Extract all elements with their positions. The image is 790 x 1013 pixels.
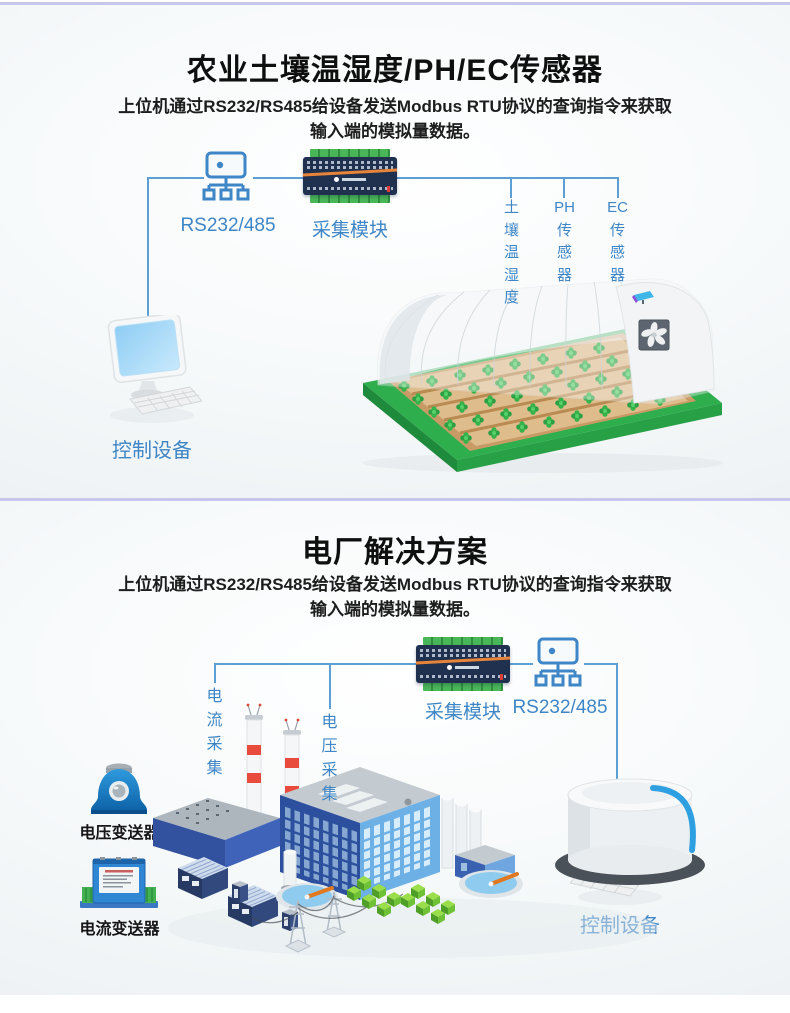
acquisition-module-device (303, 149, 397, 203)
camera-icon (632, 291, 654, 304)
current-transmitter-label: 电流变送器 (79, 921, 160, 938)
current-collect-label: 电流采集 (206, 688, 223, 777)
section-power-plant: 电厂解决方案 上位机通过RS232/RS485给设备发送Modbus RTU协议… (0, 501, 790, 995)
module-detail (420, 654, 506, 657)
control-device-label: 控制设备 (112, 440, 192, 462)
power-plant-illustration (148, 700, 723, 990)
module-led (387, 186, 390, 192)
terminal-block-row (310, 149, 390, 157)
module-detail (307, 187, 393, 190)
module-body (416, 645, 510, 683)
module-detail (420, 649, 506, 652)
module-detail (307, 166, 393, 169)
module-label: 采集模块 (424, 702, 501, 723)
connector-line (616, 663, 618, 804)
connector-line (253, 177, 618, 179)
module-logo (447, 665, 479, 670)
connector-line (510, 177, 512, 198)
sensor-label-ec: EC传感器 (607, 199, 628, 284)
connector-line (584, 663, 618, 665)
rs232-hub-icon (200, 150, 256, 202)
connector-line (215, 663, 533, 665)
connector-line (617, 177, 619, 198)
section-agriculture: 农业土壤温湿度/PH/EC传感器 上位机通过RS232/RS485给设备发送Mo… (0, 5, 790, 498)
rs232-label: RS232/485 (512, 697, 608, 718)
module-label: 采集模块 (311, 220, 388, 241)
agriculture-title: 农业土壤温湿度/PH/EC传感器 (186, 54, 604, 87)
module-accent-stripe (416, 656, 510, 665)
sensor-label-soil: 土壤温湿度 (503, 199, 519, 306)
voltage-collect-label: 电压采集 (321, 714, 338, 803)
module-led (500, 674, 503, 680)
module-detail (420, 675, 506, 678)
voltage-transmitter-icon (88, 758, 150, 818)
rs232-hub-icon (532, 636, 588, 688)
connector-line (214, 663, 216, 683)
sensor-label-ph: PH传感器 (554, 199, 575, 284)
terminal-block-row (423, 683, 503, 691)
terminal-block-row (423, 637, 503, 645)
fan-icon (638, 319, 670, 351)
connector-line (329, 663, 331, 709)
power-plant-title: 电厂解决方案 (302, 536, 488, 569)
terminal-block-row (310, 195, 390, 203)
acquisition-module-device (416, 637, 510, 691)
connector-line (563, 177, 565, 198)
control-device-label: 控制设备 (580, 915, 660, 937)
agriculture-description: 上位机通过RS232/RS485给设备发送Modbus RTU协议的查询指令来获… (118, 97, 672, 141)
power-plant-description: 上位机通过RS232/RS485给设备发送Modbus RTU协议的查询指令来获… (118, 575, 672, 619)
module-accent-stripe (303, 168, 397, 177)
control-computer-icon (102, 315, 202, 430)
greenhouse-illustration (358, 271, 726, 475)
rs232-label: RS232/485 (180, 215, 276, 236)
module-detail (307, 161, 393, 164)
section-divider-line (0, 498, 790, 501)
module-logo (334, 177, 366, 182)
connector-line (147, 177, 149, 324)
current-transmitter-icon (80, 855, 158, 913)
module-body (303, 157, 397, 195)
connector-line (148, 177, 204, 179)
voltage-transmitter-label: 电压变送器 (79, 825, 160, 842)
top-accent-line (0, 2, 790, 5)
